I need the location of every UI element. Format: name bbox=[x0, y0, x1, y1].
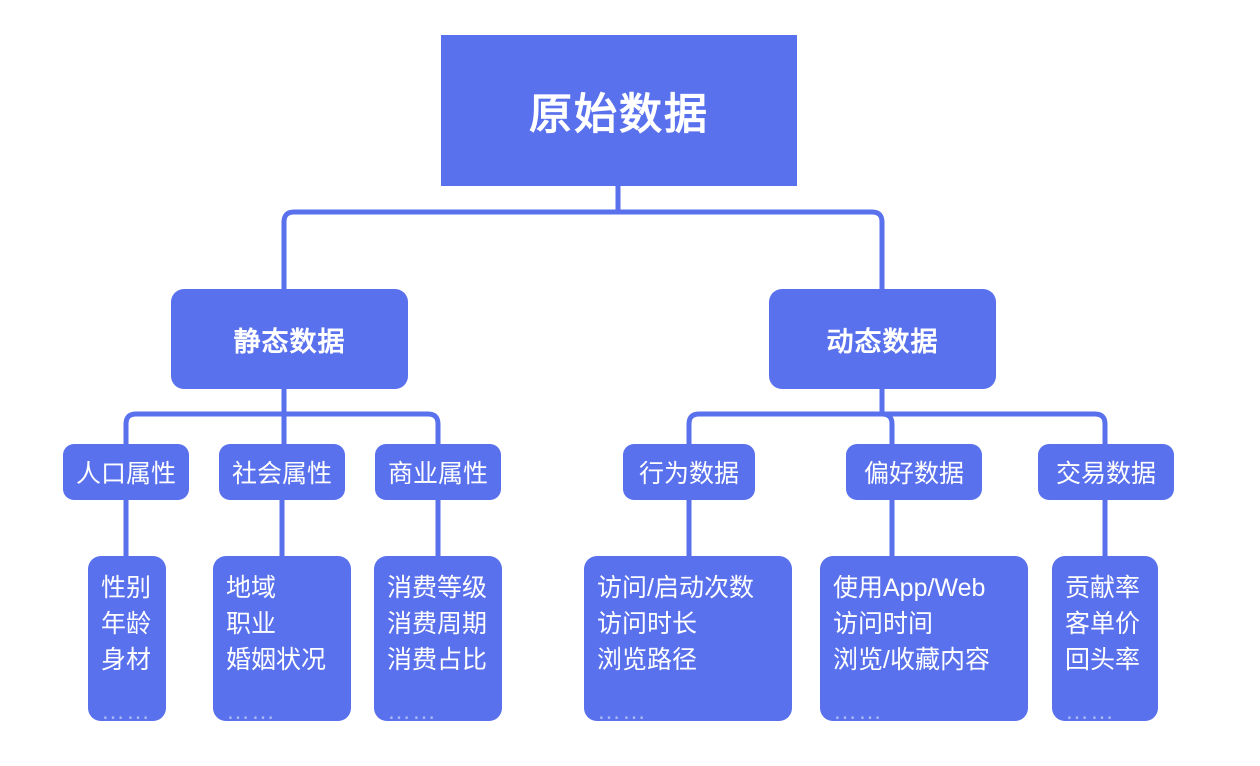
connector-static-to-renkou bbox=[123, 411, 287, 447]
leaf-ellipsis: …… bbox=[1065, 698, 1115, 725]
leaf-item: 贡献率 bbox=[1065, 574, 1141, 602]
leaf-demographic-attributes[interactable]: 性别 年龄 身材 …… bbox=[88, 556, 166, 725]
leaf-item: 客单价 bbox=[1065, 610, 1141, 638]
leaf-item: 浏览/收藏内容 bbox=[833, 646, 990, 674]
leaf-behavior-data[interactable]: 访问/启动次数 访问时长 浏览路径 …… bbox=[584, 556, 792, 725]
node-social-attributes[interactable]: 社会属性 bbox=[219, 444, 345, 500]
node-business-attributes[interactable]: 商业属性 bbox=[375, 444, 501, 500]
leaf-ellipsis: …… bbox=[101, 698, 151, 725]
leaf-ellipsis: …… bbox=[597, 698, 647, 725]
leaf-social-attributes[interactable]: 地域 职业 婚姻状况 …… bbox=[213, 556, 351, 725]
node-preference-data[interactable]: 偏好数据 bbox=[846, 444, 982, 500]
node-static-data[interactable]: 静态数据 bbox=[171, 289, 408, 389]
connector-dynamic-to-pianhao bbox=[879, 411, 895, 447]
leaf-transaction-data[interactable]: 贡献率 客单价 回头率 …… bbox=[1052, 556, 1158, 725]
node-demographic-attributes[interactable]: 人口属性 bbox=[63, 444, 189, 500]
node-transaction-data[interactable]: 交易数据 bbox=[1038, 444, 1174, 500]
leaf-business-attributes[interactable]: 消费等级 消费周期 消费占比 …… bbox=[374, 556, 502, 725]
leaf-item: 浏览路径 bbox=[597, 646, 698, 674]
node-dynamic-data[interactable]: 动态数据 bbox=[769, 289, 996, 389]
leaf-item: 回头率 bbox=[1065, 646, 1141, 674]
connector-dynamic-to-xingwei bbox=[686, 411, 885, 447]
connector-static-to-shangye bbox=[281, 411, 441, 447]
leaf-item: 婚姻状况 bbox=[226, 646, 327, 674]
leaf-item: 年龄 bbox=[101, 610, 152, 638]
connector-dynamic-to-jiaoyi bbox=[879, 411, 1108, 447]
connector-root-to-dynamic bbox=[615, 209, 885, 292]
connector-root-to-static bbox=[281, 209, 621, 292]
leaf-item: 使用App/Web bbox=[833, 574, 986, 602]
leaf-item: 消费等级 bbox=[387, 574, 488, 602]
leaf-item: 职业 bbox=[226, 610, 277, 638]
leaf-item: 访问/启动次数 bbox=[597, 574, 754, 602]
node-root[interactable]: 原始数据 bbox=[441, 35, 797, 186]
leaf-item: 访问时间 bbox=[833, 610, 934, 638]
leaf-item: 性别 bbox=[101, 574, 152, 602]
leaf-preference-data[interactable]: 使用App/Web 访问时间 浏览/收藏内容 …… bbox=[820, 556, 1028, 725]
node-behavior-data[interactable]: 行为数据 bbox=[623, 444, 755, 500]
leaf-item: 身材 bbox=[101, 646, 152, 674]
leaf-item: 地域 bbox=[226, 574, 277, 602]
leaf-ellipsis: …… bbox=[833, 698, 883, 725]
leaf-item: 访问时长 bbox=[597, 610, 698, 638]
leaf-ellipsis: …… bbox=[226, 698, 276, 725]
leaf-item: 消费占比 bbox=[387, 646, 488, 674]
leaf-item: 消费周期 bbox=[387, 610, 488, 638]
leaf-ellipsis: …… bbox=[387, 698, 437, 725]
